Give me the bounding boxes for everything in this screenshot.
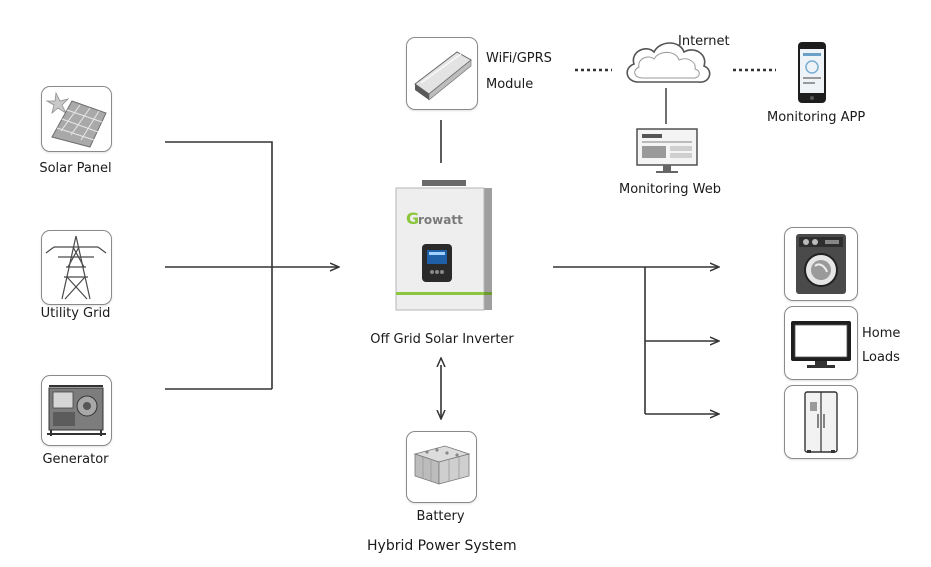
television-tile: [784, 306, 858, 380]
monitoring-web-screen: [634, 126, 700, 176]
inverter-icon: G rowatt: [395, 180, 492, 311]
wifi-module-icon: [414, 51, 472, 101]
utility-grid-tile: [41, 230, 112, 305]
solar-line: [165, 141, 273, 389]
svg-text:rowatt: rowatt: [418, 213, 463, 227]
generator-label: Generator: [42, 452, 109, 467]
battery-icon: [413, 445, 471, 485]
generator-icon: [47, 385, 106, 436]
solar-panel-label: Solar Panel: [39, 161, 112, 176]
solar-panel-icon: [45, 91, 107, 148]
home-loads-label-line1: Home: [862, 326, 901, 341]
battery-tile: [406, 431, 477, 503]
home-loads-label-line2: Loads: [862, 350, 900, 365]
washing-machine-tile: [784, 227, 858, 301]
monitoring-web-label: Monitoring Web: [619, 182, 721, 197]
monitoring-app-label: Monitoring APP: [767, 110, 866, 125]
refrigerator-icon: [804, 391, 838, 453]
cloud-icon: [626, 42, 711, 83]
transmission-tower-icon: [45, 235, 107, 300]
battery-label: Battery: [416, 509, 465, 524]
internet-cloud: [618, 34, 716, 92]
module-label-line2: Module: [486, 77, 534, 92]
generator-tile: [41, 375, 112, 446]
television-icon: [791, 321, 851, 368]
off-grid-inverter: G rowatt: [392, 178, 496, 328]
utility-grid-label: Utility Grid: [40, 306, 111, 321]
diagram-caption: Hybrid Power System: [367, 538, 517, 554]
monitor-icon: [636, 128, 698, 173]
wifi-module-tile: [406, 37, 478, 110]
internet-label: Internet: [678, 34, 730, 49]
solar-panel-tile: [41, 86, 112, 152]
smartphone-icon: [798, 42, 826, 103]
inverter-label: Off Grid Solar Inverter: [370, 332, 514, 347]
svg-text:G: G: [406, 209, 419, 228]
monitoring-app-phone: [797, 41, 827, 104]
refrigerator-tile: [784, 385, 858, 459]
module-label-line1: WiFi/GPRS: [486, 51, 552, 66]
washing-machine-icon: [796, 234, 846, 294]
